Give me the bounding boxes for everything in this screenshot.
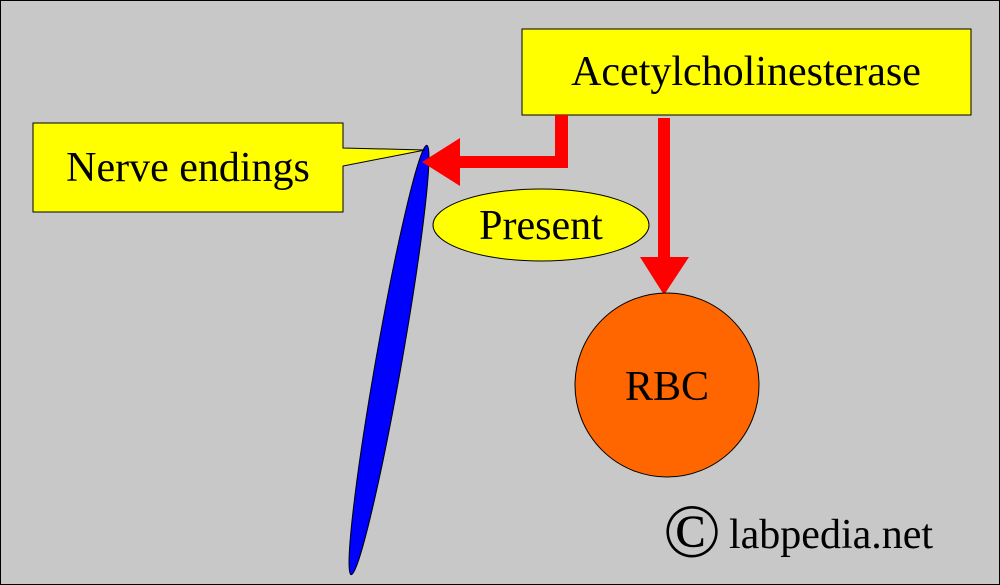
arrow-to-nerve <box>422 115 568 186</box>
rbc-circle <box>574 292 760 478</box>
watermark-label: labpedia.net <box>729 512 933 558</box>
copyright-icon: © <box>663 490 721 574</box>
enzyme-label: Acetylcholinesterase <box>571 49 921 95</box>
arrow-to-rbc <box>640 118 689 295</box>
nerve-ending-shape <box>348 144 430 576</box>
nerve-endings-label: Nerve endings <box>66 145 310 191</box>
present-oval <box>432 188 650 262</box>
present-label: Present <box>479 203 603 249</box>
enzyme-box <box>521 28 972 116</box>
nerve-endings-callout <box>32 122 426 213</box>
rbc-label: RBC <box>625 364 709 410</box>
